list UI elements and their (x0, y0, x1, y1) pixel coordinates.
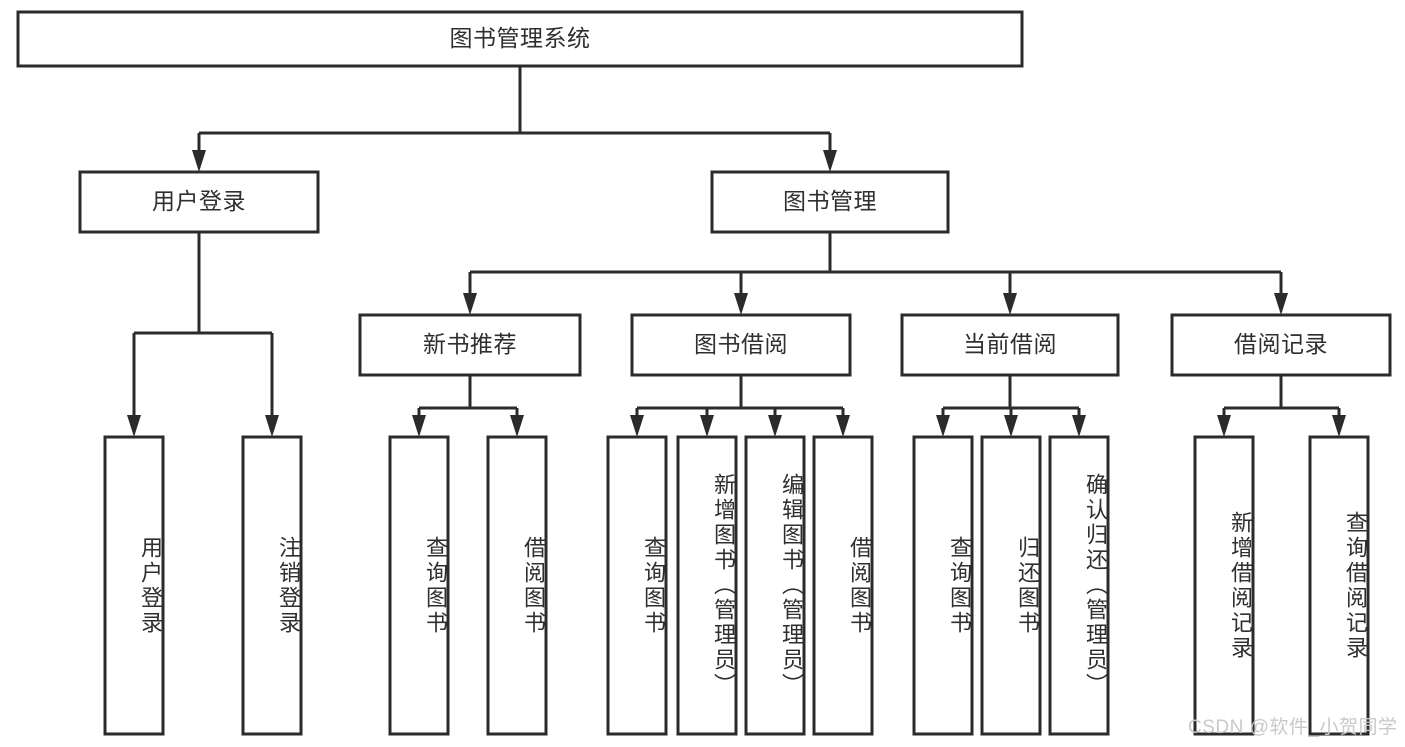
node-box-borrow-borrow-book[interactable] (812, 435, 874, 736)
arrow-head-book-management (823, 150, 837, 172)
arrow-head-user-login-do (127, 415, 141, 437)
arrow-head-borrow-borrow-book (836, 415, 850, 437)
node-box-record-add[interactable] (1193, 435, 1255, 736)
arrow-head-current-return-book (1004, 415, 1018, 437)
arrow-head-recommend-borrow-book (510, 415, 524, 437)
node-box-current-borrow[interactable] (900, 313, 1120, 377)
node-box-record-query[interactable] (1308, 435, 1370, 736)
node-box-book-management[interactable] (710, 170, 950, 234)
arrow-head-borrow-edit-book (768, 415, 782, 437)
node-box-book-borrow[interactable] (630, 313, 852, 377)
node-box-new-book-recommend[interactable] (358, 313, 582, 377)
arrow-head-book-borrow (734, 293, 748, 315)
node-box-recommend-query-book[interactable] (388, 435, 450, 736)
node-box-user-logout[interactable] (241, 435, 303, 736)
arrow-head-new-book-recommend (463, 293, 477, 315)
node-box-borrow-records[interactable] (1170, 313, 1392, 377)
node-box-recommend-borrow-book[interactable] (486, 435, 548, 736)
node-box-root[interactable] (16, 10, 1024, 68)
arrow-head-recommend-query-book (412, 415, 426, 437)
node-box-current-query-book[interactable] (912, 435, 974, 736)
node-box-current-confirm-return[interactable] (1048, 435, 1110, 736)
arrow-head-current-confirm-return (1072, 415, 1086, 437)
arrow-head-record-add (1217, 415, 1231, 437)
arrow-head-current-borrow (1003, 293, 1017, 315)
arrow-head-borrow-add-book (700, 415, 714, 437)
arrow-head-borrow-records (1274, 293, 1288, 315)
arrow-head-borrow-query-book (630, 415, 644, 437)
arrow-head-user-login (192, 150, 206, 172)
connector-layer (127, 66, 1346, 437)
node-box-borrow-add-book[interactable] (676, 435, 738, 736)
node-box-current-return-book[interactable] (980, 435, 1042, 736)
node-box-borrow-edit-book[interactable] (744, 435, 806, 736)
arrow-head-current-query-book (936, 415, 950, 437)
arrow-head-user-logout (265, 415, 279, 437)
arrow-head-record-query (1332, 415, 1346, 437)
node-box-user-login-do[interactable] (103, 435, 165, 736)
node-box-borrow-query-book[interactable] (606, 435, 668, 736)
node-box-user-login[interactable] (78, 170, 320, 234)
node-box-layer (16, 10, 1392, 736)
